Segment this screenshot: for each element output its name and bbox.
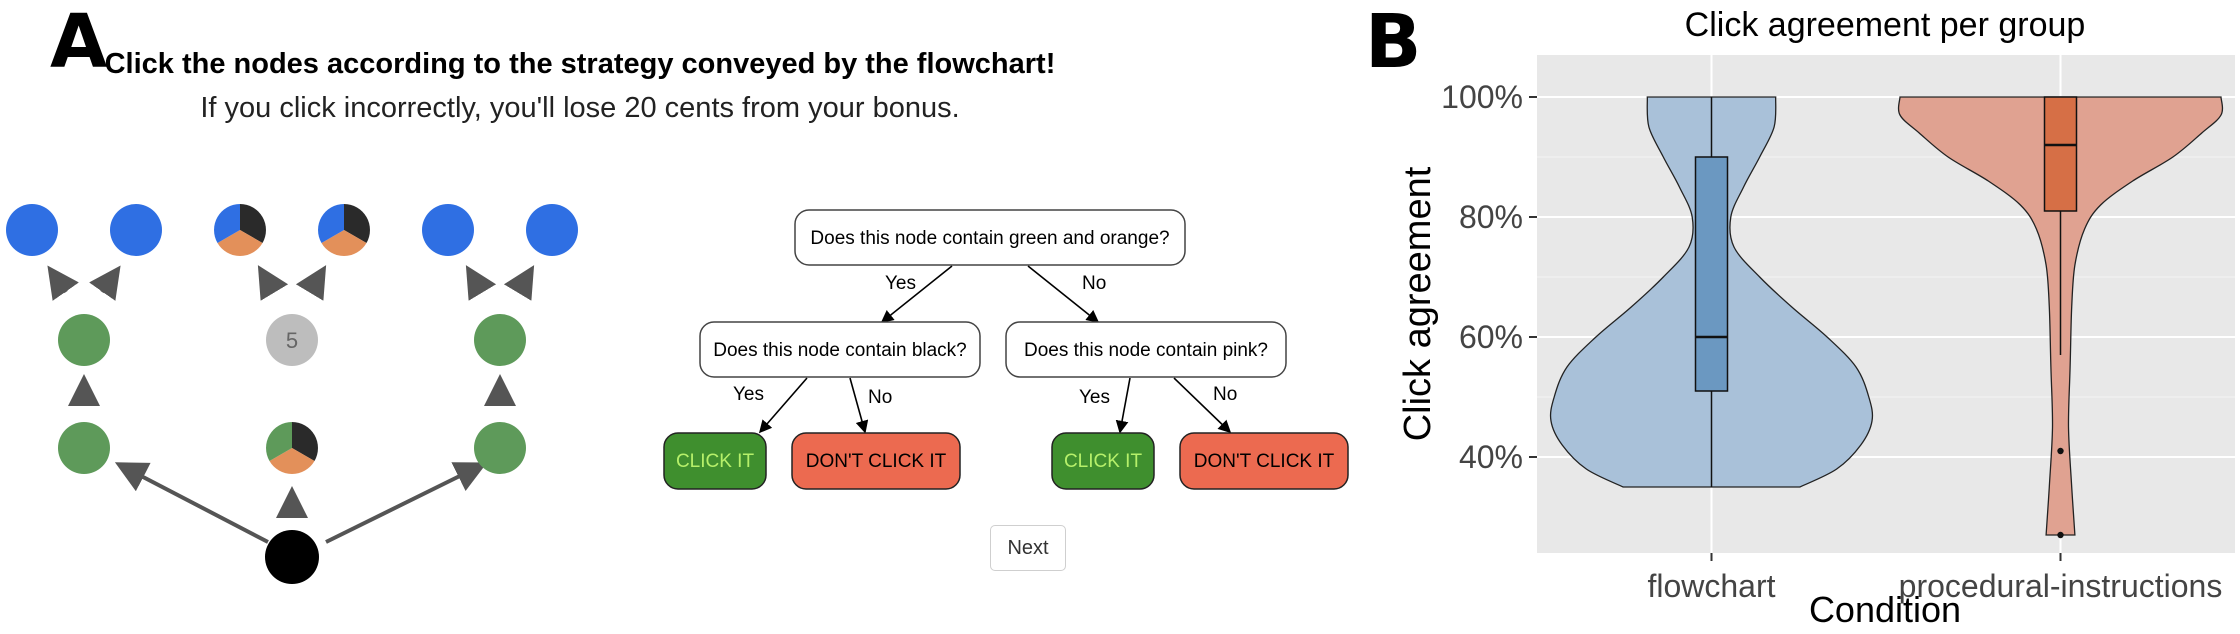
x-axis-label: Condition [1809,589,1961,630]
edge-label-no: No [1082,273,1106,294]
tree-leaf-node[interactable] [110,204,162,256]
tree-leaf-node[interactable] [6,204,58,256]
instruction-subtitle: If you click incorrectly, you'll lose 20… [200,92,960,124]
instruction-title: Click the nodes according to the strateg… [104,48,1056,80]
left-question-text: Does this node contain black? [713,340,967,361]
click-it-label: CLICK IT [676,451,755,472]
edge-label-no: No [868,387,892,408]
tree-leaf-node-pie[interactable] [214,204,266,256]
tree-edges [47,265,535,544]
revealed-node[interactable] [266,314,318,366]
flowchart-edges [758,265,1232,434]
right-question-box [1005,321,1287,378]
root-node[interactable] [265,530,319,584]
outlier-point [2057,447,2064,455]
y-tick-label: 80% [1459,199,1523,235]
flowchart: Does this node contain green and orange?… [663,209,1349,490]
tree-leaf-node-pie[interactable] [318,204,370,256]
root-question-box [794,209,1186,266]
box-flowchart [1694,156,1729,392]
dont-click-it-label: DON'T CLICK IT [1194,451,1335,472]
next-button[interactable]: Next [990,525,1066,571]
click-it-box [1051,432,1155,490]
tree-leaf-node[interactable] [526,204,578,256]
dont-click-it-box [1179,432,1349,490]
chart-title: Click agreement per group [1685,6,2086,44]
y-tick-label: 40% [1459,439,1523,475]
root-question-text: Does this node contain green and orange? [810,228,1169,249]
edge-label-no: No [1213,384,1237,405]
tree-node[interactable] [474,422,526,474]
edge-label-yes: Yes [1079,387,1110,408]
left-question-box [699,321,981,378]
tree-node[interactable] [58,314,110,366]
outlier-point [2057,531,2064,539]
tree-leaf-node[interactable] [422,204,474,256]
dont-click-it-label: DON'T CLICK IT [806,451,947,472]
node-tree: 5 [6,204,578,584]
boxplots [1694,96,2078,539]
panel-b-letter: B [1365,0,1422,85]
box-procedural-instructions [2043,96,2078,212]
tree-node[interactable] [474,314,526,366]
y-tick-label: 60% [1459,319,1523,355]
y-axis-label: Click agreement [1397,166,1439,441]
y-tick-label: 100% [1441,79,1523,115]
tree-node[interactable] [58,422,110,474]
violin-chart: Click agreement per group 40%60%80%100% … [1397,6,2235,630]
x-tick-label: procedural-instructions [1899,568,2223,604]
revealed-node-value: 5 [286,328,298,353]
x-axis-ticks: flowchart procedural-instructions [1647,553,2222,604]
tree-node-pie[interactable] [266,422,318,474]
y-axis-ticks: 40% 60% 80% 100% [1441,79,1537,475]
click-it-box [663,432,767,490]
right-question-text: Does this node contain pink? [1024,340,1268,361]
x-tick-label: flowchart [1647,568,1775,604]
click-it-label: CLICK IT [1064,451,1143,472]
edge-label-yes: Yes [885,273,916,294]
dont-click-it-box [791,432,961,490]
panel-a-letter: A [50,0,108,85]
edge-label-yes: Yes [733,384,764,405]
